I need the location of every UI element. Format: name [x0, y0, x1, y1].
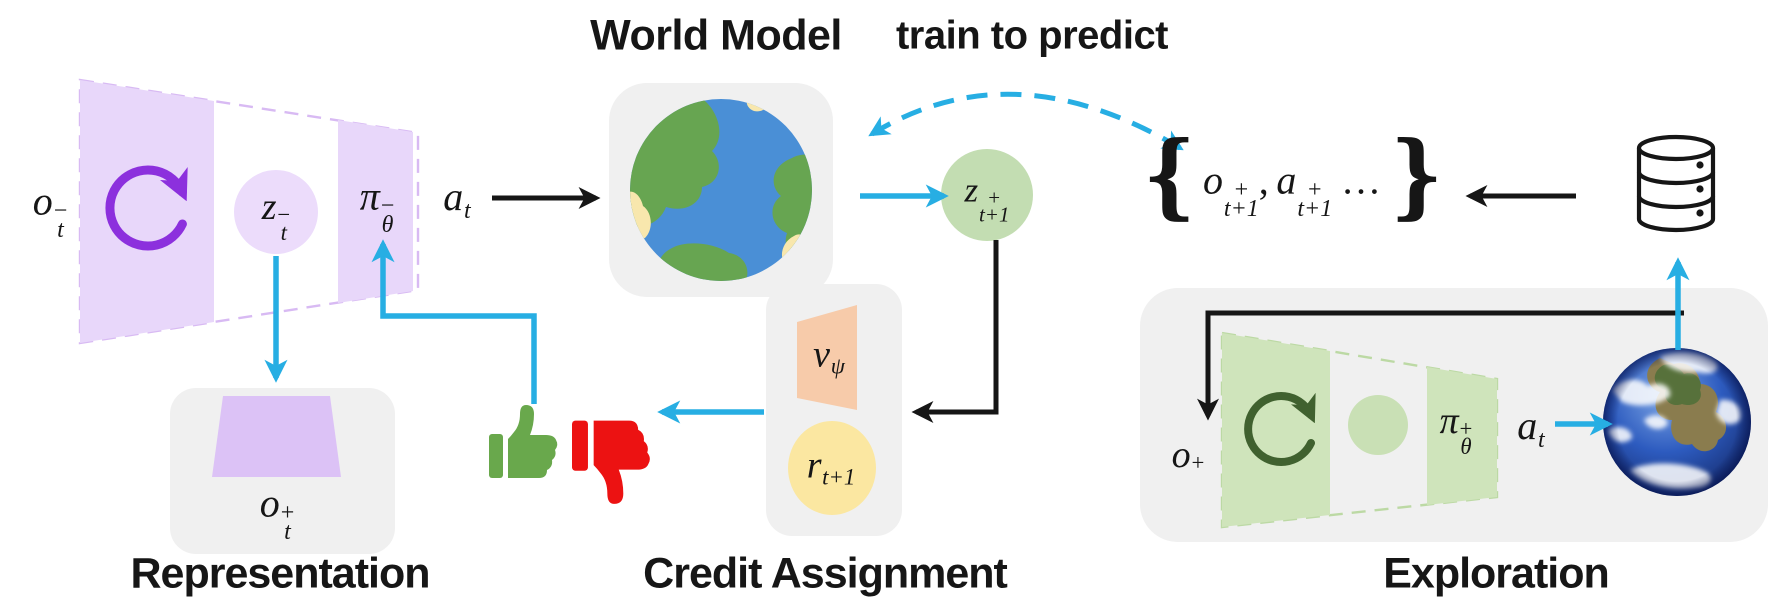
exploration-input-block — [1222, 333, 1330, 527]
value-function-trapezoid — [797, 305, 857, 410]
arrow-latent-to-credit — [911, 240, 999, 424]
thumbs-down-icon — [572, 420, 650, 504]
world-model-title: World Model — [590, 11, 842, 60]
arrow-train-to-predict — [868, 91, 1184, 151]
recurrent-cycle-icon-green — [1244, 392, 1316, 466]
reward-label: rt+1 — [806, 444, 856, 490]
policy-minus-label: π−θ — [359, 173, 395, 239]
decoded-obs-label: o+t — [259, 480, 295, 546]
exploration-section-label: Exploration — [1383, 549, 1610, 598]
replay-set-expression: {o+t+1,a+t+1…} — [1143, 121, 1443, 230]
next-latent-label: z+t+1 — [964, 170, 1010, 227]
decoder-trapezoid — [212, 396, 341, 477]
latent-minus-label: z−t — [261, 185, 291, 246]
exploration-encoder-funnel — [1220, 331, 1499, 529]
train-to-predict-caption: train to predict — [895, 13, 1169, 58]
encoder-input-block — [80, 80, 214, 343]
database-icon — [1636, 134, 1716, 233]
credit-assignment-section-label: Credit Assignment — [643, 549, 1008, 598]
arrow-feedback-to-policy — [371, 239, 537, 404]
action-left-label: at — [443, 174, 471, 224]
reward-circle — [788, 421, 876, 515]
value-function-label: vψ — [813, 333, 845, 379]
exploration-obs-label: o+ — [1171, 434, 1205, 476]
recurrent-cycle-icon — [105, 165, 188, 251]
thumbs-up-icon — [489, 405, 558, 478]
exploration-latent-circle — [1348, 395, 1408, 455]
earth-photo-icon — [1603, 348, 1751, 496]
arrow-env-to-obs-feedback — [1196, 310, 1684, 421]
representation-section-label: Representation — [130, 549, 430, 598]
exploration-action-label: at — [1517, 403, 1545, 453]
exploration-policy-label: π+θ — [1439, 399, 1473, 460]
obs-minus-label: o−t — [32, 178, 68, 244]
exploration-policy-block — [1427, 367, 1497, 505]
next-latent-circle — [941, 149, 1033, 241]
latent-state-circle-minus — [234, 170, 318, 254]
